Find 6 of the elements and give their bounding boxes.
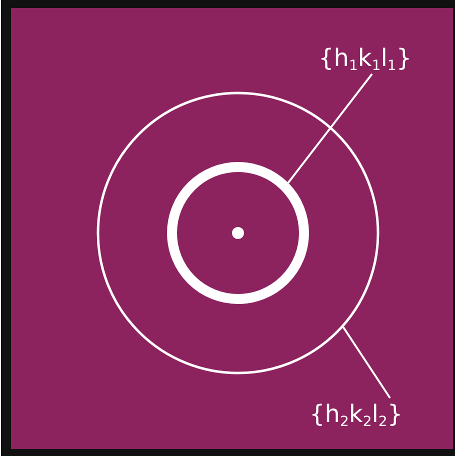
inner-ring [167, 162, 309, 304]
outer-ring [96, 92, 380, 374]
leader-line [287, 73, 373, 184]
leader-line [342, 326, 391, 399]
miller-index-label: {h$_{1}$k$_{1}$l$_{1}$} [318, 44, 412, 72]
miller-index-label: {h$_{2}$k$_{2}$l$_{2}$} [310, 400, 403, 428]
